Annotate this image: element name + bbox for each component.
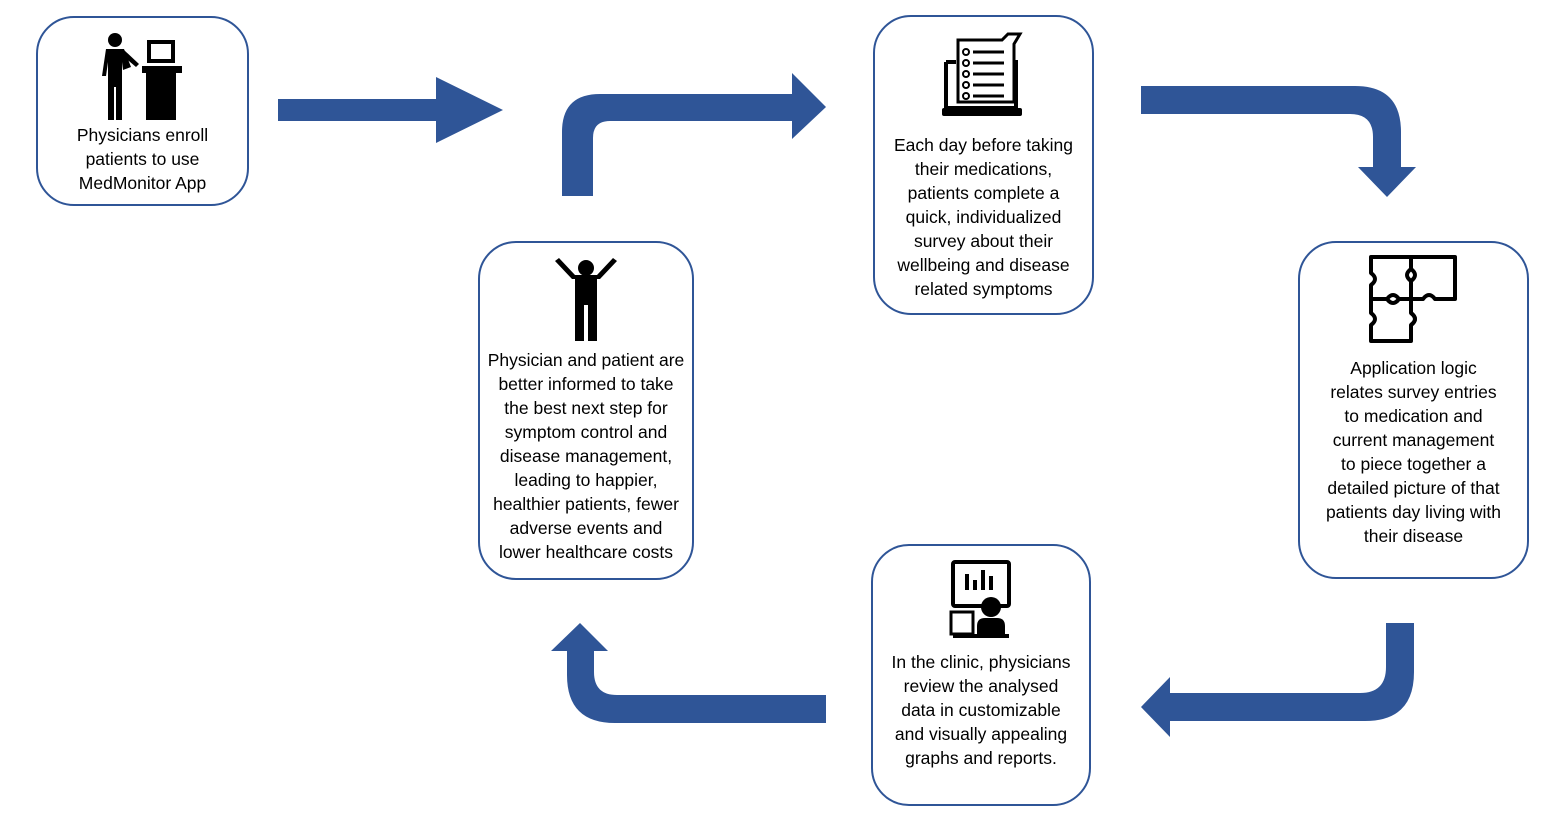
outcome-line: better informed to take <box>498 374 674 394</box>
step-clinic-box: In the clinic, physicians review the ana… <box>871 544 1091 806</box>
survey-line: related symptoms <box>914 279 1053 299</box>
outcome-line: leading to happier, <box>514 470 658 490</box>
enroll-line: MedMonitor App <box>78 173 207 193</box>
arrow-enroll-to-cycle <box>278 77 503 143</box>
logic-line: Application logic <box>1350 358 1477 378</box>
survey-line: survey about their <box>913 231 1054 251</box>
arrow-outcome-to-survey <box>562 73 826 196</box>
puzzle-icon <box>1368 255 1457 343</box>
outcome-line: Physician and patient are <box>487 350 685 370</box>
logic-line: to medication and <box>1344 406 1483 426</box>
survey-line: wellbeing and disease <box>897 255 1070 275</box>
clinic-dashboard-icon <box>949 560 1011 638</box>
survey-line: their medications, <box>914 159 1053 179</box>
step-outcome-box: Physician and patient are better informe… <box>478 241 694 580</box>
laptop-survey-icon <box>941 32 1023 116</box>
arrow-clinic-to-outcome <box>551 623 826 723</box>
step-survey-box: Each day before taking their medications… <box>873 15 1094 315</box>
enroll-line: patients to use <box>85 149 200 169</box>
logic-line: relates survey entries <box>1330 382 1497 402</box>
logic-line: patients day living with <box>1325 502 1502 522</box>
logic-line: detailed picture of that <box>1327 478 1500 498</box>
arrow-logic-to-clinic <box>1141 623 1414 737</box>
outcome-line: healthier patients, fewer <box>493 494 679 514</box>
clinic-line: In the clinic, physicians <box>891 652 1071 672</box>
survey-line: quick, individualized <box>905 207 1062 227</box>
arrow-survey-to-logic <box>1141 86 1416 197</box>
survey-line: patients complete a <box>907 183 1060 203</box>
outcome-line: the best next step for <box>504 398 668 418</box>
enroll-line: Physicians enroll <box>76 125 209 145</box>
clinic-line: review the analysed <box>903 676 1059 696</box>
happy-person-icon <box>555 258 617 341</box>
outcome-line: adverse events and <box>509 518 663 538</box>
logic-line: to piece together a <box>1341 454 1486 474</box>
survey-line: Each day before taking <box>893 135 1073 155</box>
outcome-line: disease management, <box>499 446 673 466</box>
physician-computer-icon <box>101 33 182 120</box>
clinic-line: and visually appealing <box>894 724 1068 744</box>
logic-line: their disease <box>1363 526 1464 546</box>
outcome-line: lower healthcare costs <box>498 542 674 562</box>
step-logic-box: Application logic relates survey entries… <box>1298 241 1529 579</box>
logic-line: current management <box>1332 430 1495 450</box>
outcome-line: symptom control and <box>504 422 668 442</box>
step-enroll-box: Physicians enroll patients to use MedMon… <box>36 16 249 206</box>
clinic-line: graphs and reports. <box>905 748 1057 768</box>
clinic-line: data in customizable <box>901 700 1061 720</box>
